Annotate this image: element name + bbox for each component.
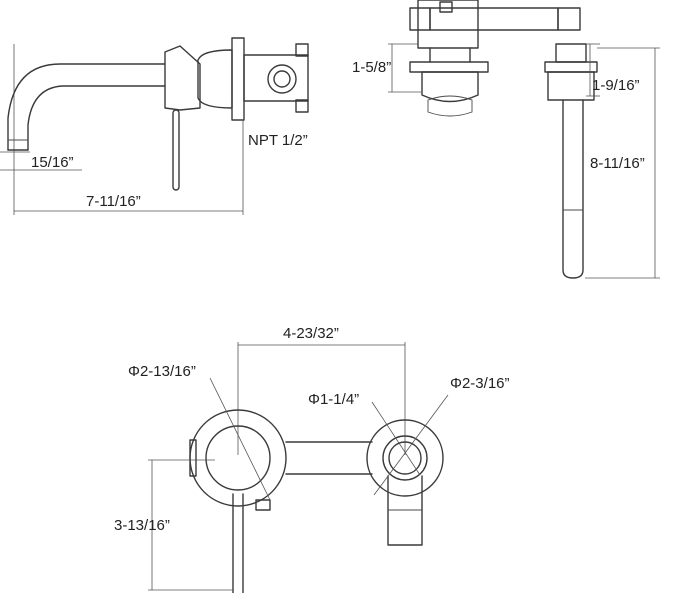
cartridge-body (197, 49, 233, 109)
spout-reach-label: 7-11/16” (86, 193, 141, 210)
side-view: 15/16” 7-11/16” NPT 1/2” (0, 37, 309, 215)
front-spout-flange (544, 61, 598, 73)
front-spout-collar (547, 71, 595, 101)
spout-flange-dia-label: Φ2-13/16” (128, 363, 196, 380)
flange-height-label: 1-5/8” (352, 59, 391, 76)
front-flange (409, 61, 489, 73)
handle-flange-inner (388, 441, 422, 475)
front-spout-end-right (557, 7, 581, 31)
spout-drop-label: 15/16” (31, 154, 74, 171)
front-spout-neck (555, 43, 587, 63)
front-handle-cup (421, 71, 479, 103)
spout-outer-curve (7, 63, 166, 151)
mounting-plate (231, 37, 245, 121)
spout-dia-leader (209, 377, 271, 501)
front-valve-body (417, 0, 479, 49)
valve-body (164, 45, 201, 111)
handle-flange-dia-label: Φ2-3/16” (450, 375, 510, 392)
lever-handle (172, 109, 180, 191)
front-view: 1-5/8” 1-9/16” 8-11/16” (352, 0, 660, 279)
lever-height-label: 3-13/16” (114, 517, 170, 534)
spout-inner-curve (27, 85, 166, 151)
front-valve-detail (439, 1, 453, 13)
handle-flange-mid (382, 435, 428, 481)
handle-dia-leader (371, 401, 421, 476)
total-height-label: 8-11/16” (590, 155, 645, 172)
plan-spout-pipe (232, 493, 244, 593)
spout-flange-inner (205, 425, 271, 491)
inlet-thread-label: NPT 1/2” (248, 132, 308, 149)
handle-flange-dia-leader (373, 394, 449, 496)
inlet-outer-circle (267, 64, 297, 94)
front-spout-end-left (409, 7, 431, 31)
spout-side-tab (189, 439, 197, 477)
valve-cap-bottom (295, 99, 309, 113)
valve-cap-top (295, 43, 309, 57)
rough-in-valve (243, 54, 309, 102)
front-handle-base (427, 95, 473, 117)
handle-dia-label: Φ1-1/4” (308, 391, 359, 408)
spout-bottom-tab (255, 499, 271, 511)
handle-flange-outer (366, 419, 444, 497)
plan-view: 4-23/32” Φ2-13/16” Φ1-1/4” Φ2-3/16” 3-13… (114, 325, 510, 593)
front-spout-pipe (562, 99, 584, 279)
center-to-center-label: 4-23/32” (283, 325, 339, 342)
handle-lever (387, 475, 423, 546)
spout-thickness-label: 1-9/16” (592, 77, 640, 94)
inlet-inner-circle (273, 70, 291, 88)
